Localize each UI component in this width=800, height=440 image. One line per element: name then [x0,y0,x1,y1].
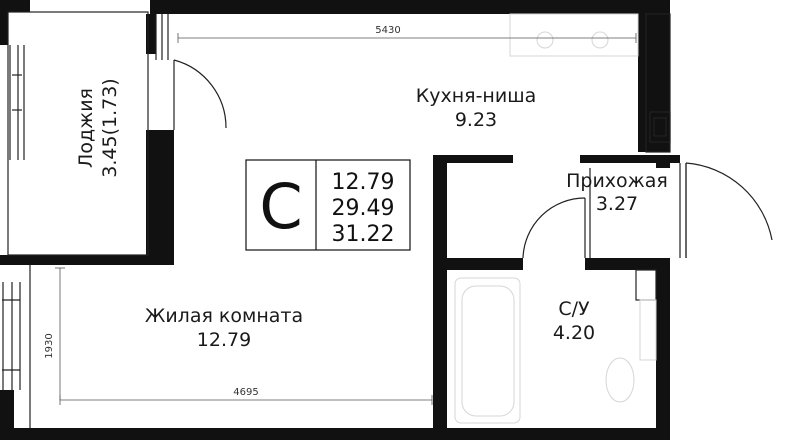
bathroom-area: 4.20 [553,322,595,344]
hallway-label: Прихожая [566,170,668,192]
apartment-badge: С 12.79 29.49 31.22 [245,159,411,251]
living-room-area: 12.79 [197,329,251,351]
kitchen-area: 9.23 [455,109,497,131]
loggia-area: 3.45(1.73) [99,78,121,177]
kitchen-label: Кухня-ниша [416,85,537,107]
bathroom-fixtures [454,269,657,424]
kitchen-fixtures [509,13,671,153]
hallway-area: 3.27 [596,193,638,215]
badge-total-with-loggia: 31.22 [332,222,395,247]
living-room-label: Жилая комната [145,305,303,327]
badge-letter: С [259,170,302,243]
doors [173,59,773,259]
badge-living-area: 12.79 [332,170,395,195]
outlines [2,11,687,428]
badge-total-area: 29.49 [332,196,395,221]
dimension-lines [55,33,637,405]
dimension-top-width: 5430 [375,25,400,36]
walls [0,0,680,440]
loggia-label: Лоджия [75,88,97,168]
dimension-left-height: 1930 [44,333,55,358]
bathroom-label: С/У [558,298,590,320]
dimension-bottom-width: 4695 [233,387,258,398]
